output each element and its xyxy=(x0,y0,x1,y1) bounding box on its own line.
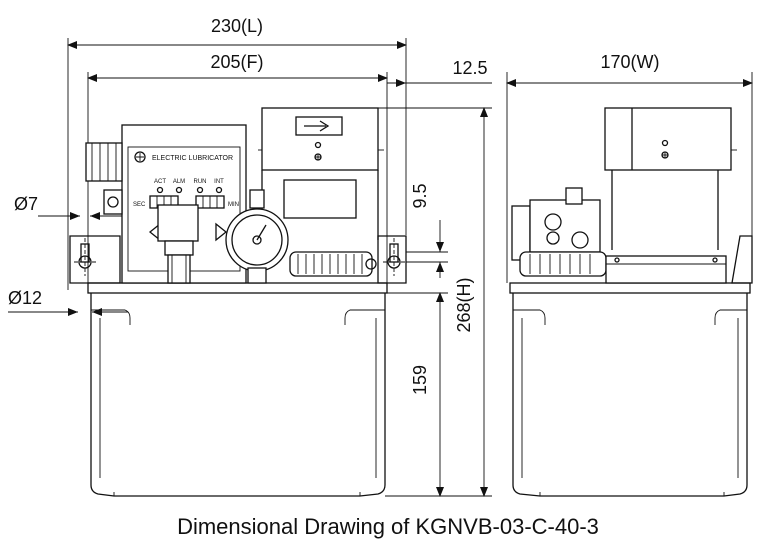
panel-brand: ELECTRIC LUBRICATOR xyxy=(152,155,233,162)
indicator-act: ACT xyxy=(154,179,166,185)
dim-upper-offset: 9.5 xyxy=(410,183,430,208)
filler-cap xyxy=(289,251,373,277)
keyhole-right xyxy=(383,238,406,276)
front-view: 230(L) 205(F) 12.5 xyxy=(67,16,492,497)
dim-hole-small: Ø7 xyxy=(14,194,38,214)
indicator-int: INT xyxy=(214,179,224,185)
dim-hole-large: Ø12 xyxy=(8,288,42,308)
drawing-caption: Dimensional Drawing of KGNVB-03-C-40-3 xyxy=(177,514,599,539)
dim-overall-length: 230(L) xyxy=(211,16,263,36)
hole-dimensions: Ø7 Ø12 xyxy=(8,194,128,316)
flow-arrow-icon xyxy=(304,120,330,132)
dim-width: 170(W) xyxy=(600,52,659,72)
vertical-dimensions: 268(H) 159 9.5 xyxy=(378,107,492,497)
side-view: 170(W) xyxy=(506,52,753,497)
keyhole-left xyxy=(74,238,96,276)
unit-sec: SEC xyxy=(133,202,146,208)
dim-offset: 12.5 xyxy=(452,58,487,78)
indicator-run: RUN xyxy=(194,179,207,185)
arrow-right-icon xyxy=(215,222,228,242)
dim-flange-length: 205(F) xyxy=(210,52,263,72)
indicator-labels: ACT ALM RUN INT xyxy=(154,179,224,185)
unit-min: MIN xyxy=(228,202,239,208)
indicator-alm: ALM xyxy=(173,179,185,185)
brand-logo-icon xyxy=(134,151,146,163)
dim-tank-height: 159 xyxy=(410,365,430,395)
dim-height: 268(H) xyxy=(454,277,474,332)
